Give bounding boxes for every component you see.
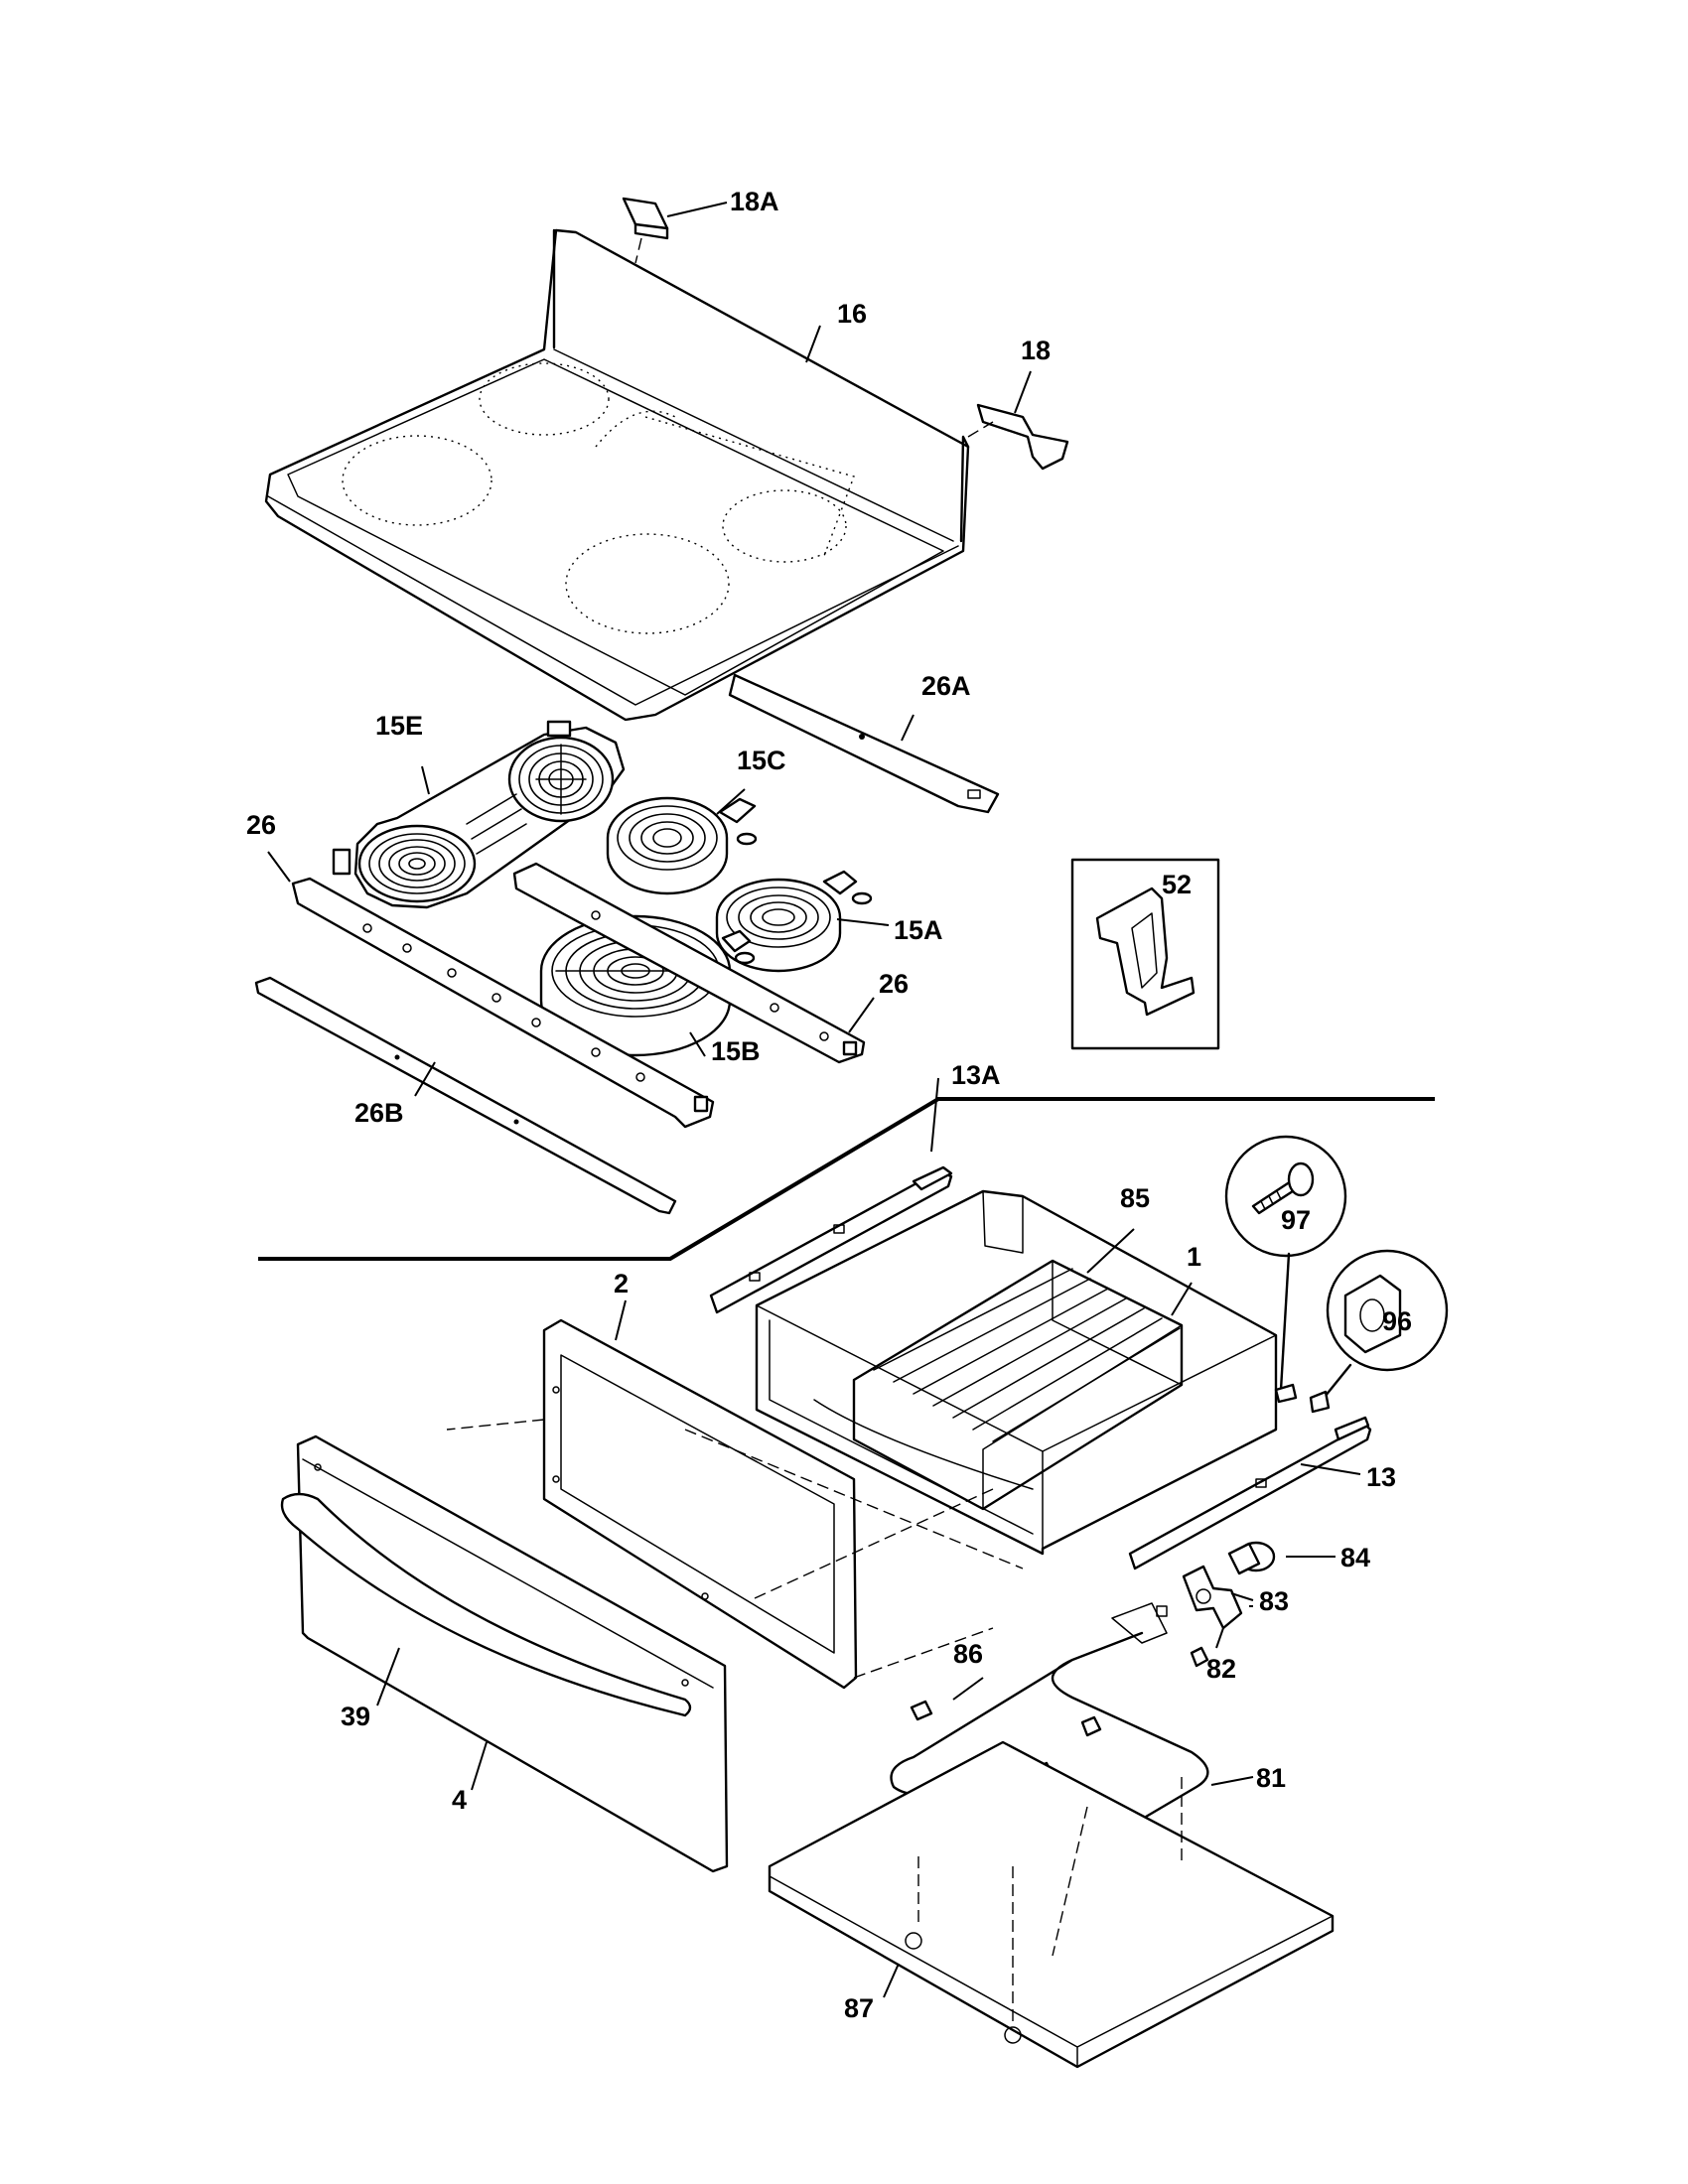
label-16: 16: [837, 299, 867, 329]
label-26b: 26B: [354, 1098, 404, 1128]
label-96: 96: [1382, 1306, 1412, 1336]
label-82: 82: [1206, 1654, 1236, 1684]
label-87: 87: [844, 1993, 874, 2023]
inset-box-52: [1070, 858, 1220, 1050]
label-18: 18: [1021, 336, 1051, 365]
label-84: 84: [1340, 1543, 1370, 1572]
label-83: 83: [1259, 1586, 1289, 1616]
screw-97-callout: [1224, 1135, 1347, 1404]
label-39: 39: [341, 1702, 370, 1731]
rail-26-left: [291, 877, 715, 1129]
label-81: 81: [1256, 1763, 1286, 1793]
label-4: 4: [452, 1785, 467, 1815]
handle-39: [280, 1492, 692, 1717]
drawer-bottom-87: [768, 1740, 1335, 2069]
rail-26a: [728, 673, 1000, 814]
label-26-left: 26: [246, 810, 276, 840]
surface-element-15c: [606, 796, 758, 895]
label-13a: 13A: [951, 1060, 1001, 1090]
bracket-18: [967, 403, 1069, 471]
label-2: 2: [614, 1269, 629, 1298]
label-86: 86: [953, 1639, 983, 1669]
drawer-frame-2: [446, 1318, 1024, 1690]
clip-96-callout: [1309, 1249, 1449, 1414]
burner-outline-left-front: [479, 362, 610, 436]
label-18a: 18A: [730, 187, 779, 216]
bracket-83: [1182, 1565, 1243, 1630]
clip-86: [910, 1700, 933, 1721]
section-divider: [258, 1097, 1435, 1261]
label-26a: 26A: [921, 671, 971, 701]
slide-13a: [709, 1165, 953, 1314]
label-15b: 15B: [711, 1036, 761, 1066]
strip-26b: [254, 976, 677, 1215]
rack-85: [852, 1259, 1184, 1511]
label-13: 13: [1366, 1462, 1396, 1492]
rail-26-right: [512, 862, 866, 1064]
label-52: 52: [1162, 870, 1192, 899]
label-26-right: 26: [879, 969, 909, 999]
bridge-element-15e: [332, 720, 626, 909]
label-15e: 15E: [375, 711, 423, 741]
bracket-18a: [622, 197, 669, 264]
label-97: 97: [1281, 1205, 1311, 1235]
label-15a: 15A: [894, 915, 943, 945]
label-15c: 15C: [737, 746, 786, 775]
label-85: 85: [1120, 1183, 1150, 1213]
surface-element-15a: [715, 870, 873, 973]
leader-lines: [267, 202, 1361, 1998]
switch-84: [1227, 1541, 1276, 1575]
label-1: 1: [1187, 1242, 1201, 1272]
cooktop-glass-top: [264, 228, 970, 722]
slide-13: [1128, 1416, 1372, 1570]
burner-outline-right-front: [565, 533, 730, 634]
burner-outline-right-rear: [722, 489, 847, 563]
burner-outline-left-rear: [342, 435, 492, 526]
